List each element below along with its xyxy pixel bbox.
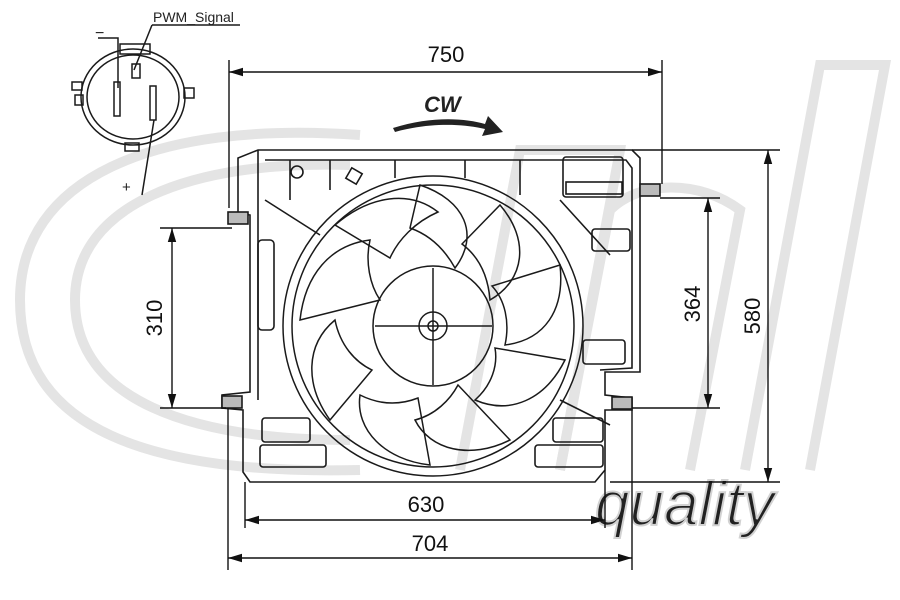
connector-tab-top: [119, 43, 151, 55]
dim-width-bottom-outer: 704: [412, 531, 449, 556]
fan-hub: [372, 265, 494, 387]
fan-rotor: [282, 175, 584, 477]
clip-right-bottom: [611, 396, 633, 410]
mount-bottom-right: [552, 417, 604, 443]
rotation-label: CW: [424, 92, 463, 117]
connector-signal-label: PWM_Signal: [153, 9, 234, 25]
connector-outer-ring: [80, 48, 186, 146]
fan-ring-outer: [282, 175, 584, 477]
dim-width-bottom-inner: 630: [408, 492, 445, 517]
dim-height-right-inner: 364: [680, 286, 705, 323]
mount-right-low: [582, 339, 626, 365]
connector-plus-label: +: [122, 179, 131, 196]
mount-right-mid: [591, 228, 631, 252]
connector-tab-left-2: [74, 94, 84, 106]
connector-tab-right: [183, 87, 195, 99]
left-bracket: [257, 239, 275, 331]
mount-bottom-left: [261, 417, 311, 443]
connector-inner-ring: [86, 54, 180, 140]
dim-height-left: 310: [142, 300, 167, 337]
dim-height-right-outer: 580: [740, 298, 765, 335]
connector-pin-minus: [113, 81, 121, 117]
fan-blades: [299, 184, 567, 466]
connector-minus-label: −: [95, 25, 104, 42]
connector-tab-left: [71, 81, 83, 91]
connector-detail: [71, 24, 240, 196]
fan-ring-inner: [291, 184, 575, 468]
dim-width-top: 750: [428, 42, 465, 67]
rotation-indicator: CW: [393, 92, 503, 136]
mount-top-right: [562, 156, 624, 198]
dimension-lines: [160, 60, 780, 570]
watermark-quality-text: quality: [595, 470, 778, 539]
fan-shroud: [221, 149, 661, 483]
clip-left-bottom: [221, 395, 243, 409]
connector-tab-bottom: [124, 142, 140, 152]
watermark-logo: [14, 60, 892, 476]
clip-left-top: [227, 211, 249, 225]
clip-right-top: [639, 183, 661, 197]
rotation-arrow: [393, 116, 503, 136]
connector-pin-plus: [149, 85, 157, 121]
